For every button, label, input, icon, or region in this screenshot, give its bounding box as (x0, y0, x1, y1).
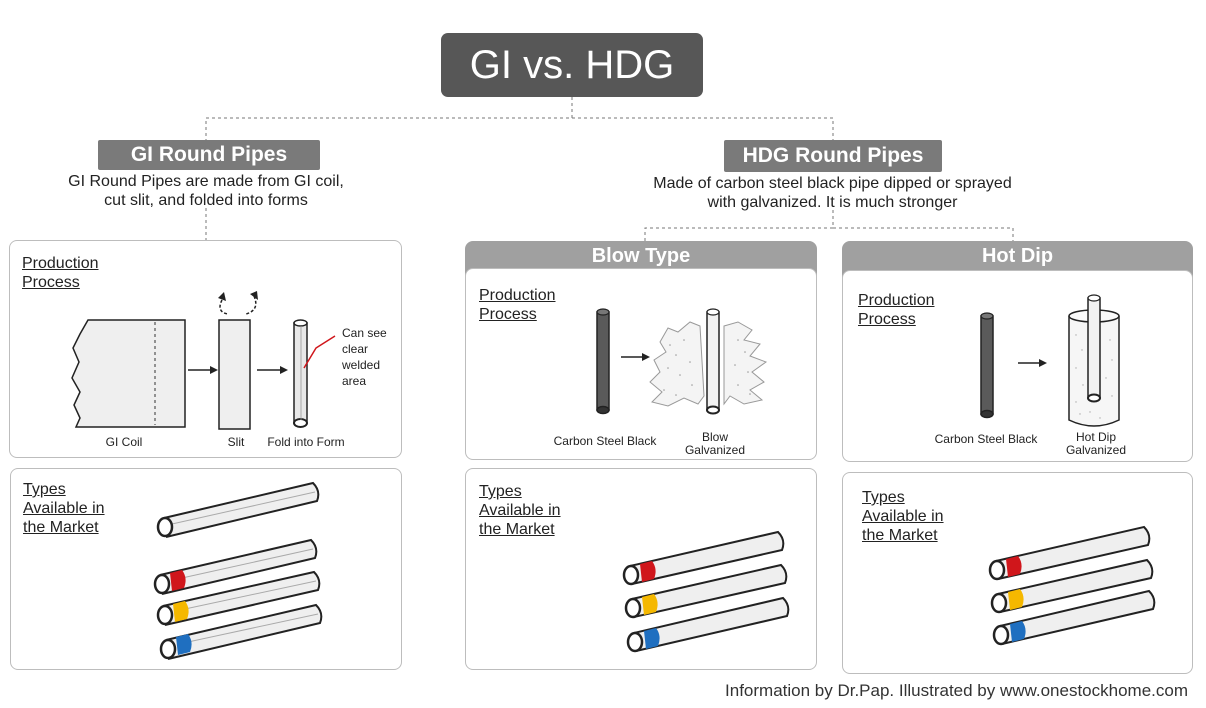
gi-production-label: Production Process (22, 254, 99, 292)
hot-types-line3: the Market (862, 527, 938, 544)
gi-coil-label: GI Coil (105, 435, 143, 449)
gi-types-line2: Available in (23, 500, 105, 517)
hot-production-line2: Process (858, 311, 916, 328)
blow-pipe-red (622, 530, 785, 586)
page-title: GI vs. HDG (441, 33, 703, 97)
hot-pipe-red (988, 525, 1151, 581)
weld-note-line3: welded (342, 358, 381, 372)
hdg-desc-line1: Made of carbon steel black pipe dipped o… (653, 175, 1012, 192)
hot-production-card (842, 270, 1193, 462)
hot-pipe-blue (992, 589, 1156, 646)
hot-pipe-yellow (990, 558, 1154, 614)
hot-result-line2: Galvanized (1065, 443, 1127, 457)
gi-desc-line2: cut slit, and folded into forms (104, 192, 308, 209)
hdg-section-title: HDG Round Pipes (724, 140, 942, 172)
gi-pipe-yellow (156, 570, 321, 626)
gi-pipe-plain (156, 481, 320, 538)
gi-types-label: Types Available in the Market (23, 480, 105, 537)
hot-types-line1: Types (862, 489, 905, 506)
hot-production-label: Production Process (858, 291, 935, 329)
blow-result-label: Blow Galvanized (680, 431, 750, 457)
gi-fold-label: Fold into Form (267, 435, 345, 449)
blow-result-line2: Galvanized (684, 443, 746, 457)
blow-types-line2: Available in (479, 502, 561, 519)
weld-note-line4: area (342, 374, 367, 388)
hot-types-line2: Available in (862, 508, 944, 525)
spray-cloud-left (649, 321, 705, 407)
blow-types-line3: the Market (479, 521, 555, 538)
blow-result-line1: Blow (701, 430, 728, 444)
blow-production-line2: Process (479, 306, 537, 323)
hot-result-line1: Hot Dip (1075, 430, 1116, 444)
gi-production-line2: Process (22, 274, 80, 291)
weld-note-line2: clear (342, 342, 369, 356)
blow-pipe-yellow (624, 563, 788, 619)
weld-pointer (303, 335, 336, 369)
weld-note-line1: Can see (342, 326, 387, 340)
gi-pipe-blue (159, 603, 323, 660)
hdg-description: Made of carbon steel black pipe dipped o… (590, 174, 1075, 212)
hot-types-label: Types Available in the Market (862, 488, 944, 545)
slit-strip (218, 319, 251, 430)
footer-credit: Information by Dr.Pap. Illustrated by ww… (725, 681, 1188, 700)
hdg-desc-line2: with galvanized. It is much stronger (707, 194, 958, 211)
gi-desc-line1: GI Round Pipes are made from GI coil, (68, 173, 344, 190)
rotate-icon (219, 295, 257, 315)
spray-cloud-right (723, 321, 768, 406)
blow-black-label: Carbon Steel Black (553, 434, 657, 448)
blow-production-label: Production Process (479, 286, 556, 324)
gi-production-line1: Production (22, 255, 99, 272)
blow-pipe-blue (626, 596, 790, 653)
blow-types-line1: Types (479, 483, 522, 500)
blow-production-line1: Production (479, 287, 556, 304)
blow-types-label: Types Available in the Market (479, 482, 561, 539)
hot-result-label: Hot Dip Galvanized (1058, 431, 1134, 457)
gi-description: GI Round Pipes are made from GI coil, cu… (30, 172, 382, 210)
gi-coil-sheet (71, 319, 186, 428)
gi-types-line1: Types (23, 481, 66, 498)
weld-note: Can see clear welded area (342, 325, 387, 389)
gi-types-line3: the Market (23, 519, 99, 536)
gi-slit-label: Slit (227, 435, 245, 449)
gi-section-title: GI Round Pipes (98, 140, 320, 170)
hot-production-line1: Production (858, 292, 935, 309)
gi-pipe-red (153, 538, 318, 595)
hot-black-label: Carbon Steel Black (934, 432, 1038, 446)
